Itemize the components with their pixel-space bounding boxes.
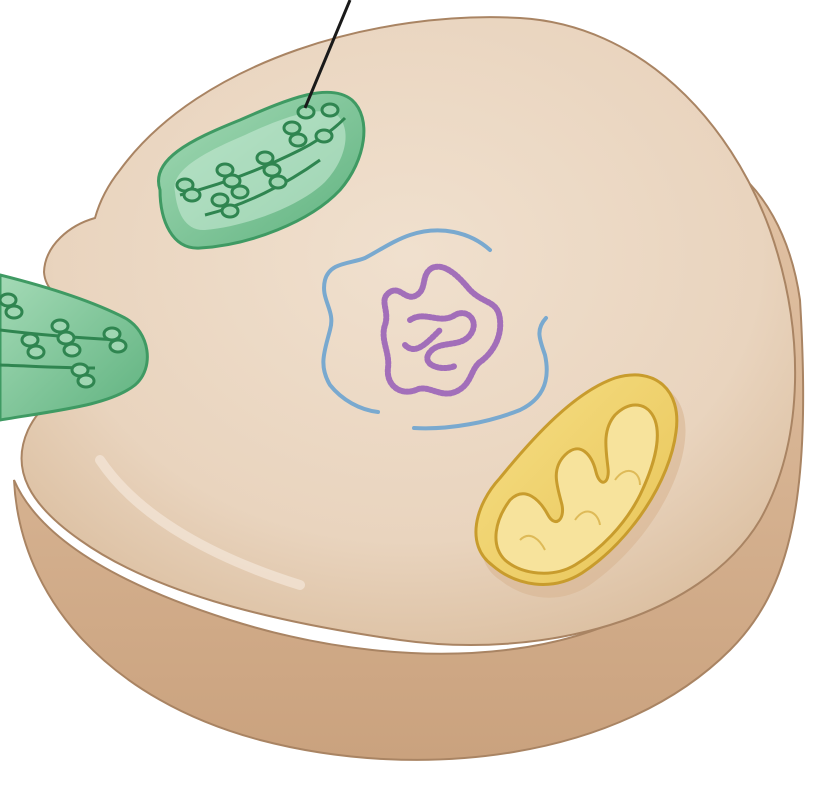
cell-diagram — [0, 0, 813, 789]
